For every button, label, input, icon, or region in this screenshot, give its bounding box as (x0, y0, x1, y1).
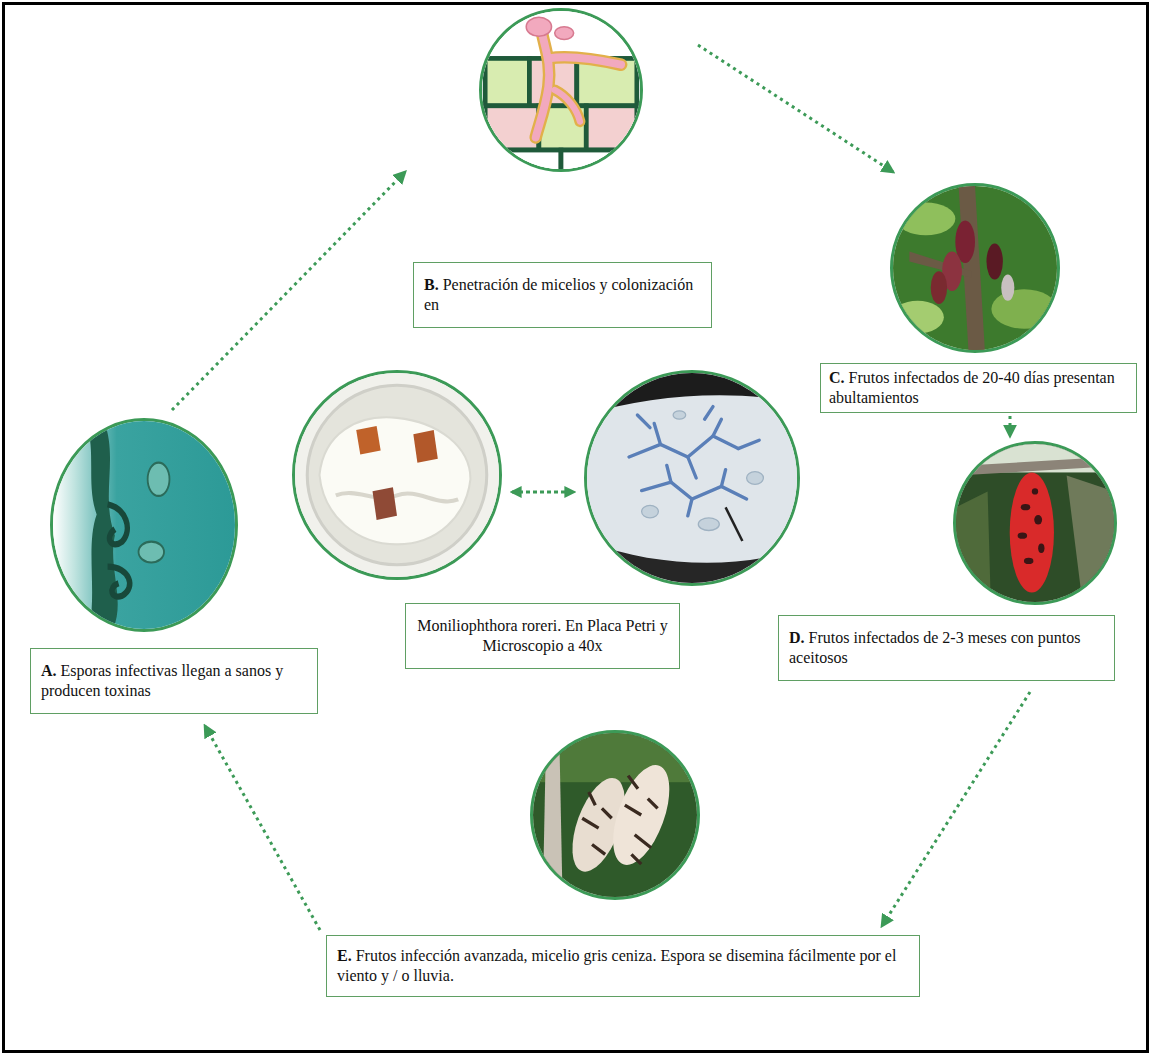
tissue-illustration (482, 11, 640, 169)
stage-node: A. Esporas infectivas llegan a sanos y p… (30, 418, 320, 714)
dotted-arrow (205, 726, 320, 930)
pods-illustration (893, 186, 1057, 350)
dotted-arrow (882, 692, 1030, 926)
spore-photo (50, 418, 238, 632)
dotted-arrow (1009, 416, 1012, 436)
red-pod-illustration (956, 444, 1114, 602)
caption-text: E. Frutos infección avanzada, micelio gr… (337, 947, 896, 984)
infected-pods-illustration (533, 733, 697, 897)
caption-text: Moniliophthora roreri. En Placa Petri y … (417, 617, 668, 654)
stage-node: E. Frutos infección avanzada, micelio gr… (326, 730, 921, 997)
spore-illustration (53, 421, 235, 629)
stage-node: Moniliophthora roreri. En Placa Petri y … (290, 370, 802, 669)
caption-box: Moniliophthora roreri. En Placa Petri y … (405, 603, 680, 669)
stage-node: B. Penetración de micelios y colonizació… (413, 8, 713, 328)
microscope-photo (584, 370, 800, 586)
petri-dish-photo (292, 370, 502, 580)
infected-pods-photo (530, 730, 700, 900)
caption-text: A. Esporas infectivas llegan a sanos y p… (41, 662, 283, 699)
dotted-arrow (172, 172, 405, 410)
red-pod-photo (953, 441, 1117, 605)
double-arrow-line (512, 491, 574, 494)
caption-text: B. Penetración de micelios y colonizació… (424, 276, 693, 313)
caption-box: B. Penetración de micelios y colonizació… (413, 262, 712, 328)
caption-box: C. Frutos infectados de 20-40 días prese… (820, 363, 1137, 413)
caption-box: E. Frutos infección avanzada, micelio gr… (326, 935, 920, 997)
caption-box: A. Esporas infectivas llegan a sanos y p… (30, 648, 318, 714)
caption-box: D. Frutos infectados de 2-3 meses con pu… (778, 615, 1115, 681)
microscope-illustration (587, 373, 797, 583)
tissue-drawing (479, 8, 643, 172)
petri-dish-illustration (295, 373, 499, 577)
pods-on-tree-photo (890, 183, 1060, 353)
dotted-arrow (698, 45, 893, 172)
stage-node: D. Frutos infectados de 2-3 meses con pu… (778, 441, 1118, 681)
stage-node: C. Frutos infectados de 20-40 días prese… (820, 183, 1138, 413)
caption-text: D. Frutos infectados de 2-3 meses con pu… (789, 629, 1081, 666)
caption-text: C. Frutos infectados de 20-40 días prese… (829, 369, 1115, 406)
